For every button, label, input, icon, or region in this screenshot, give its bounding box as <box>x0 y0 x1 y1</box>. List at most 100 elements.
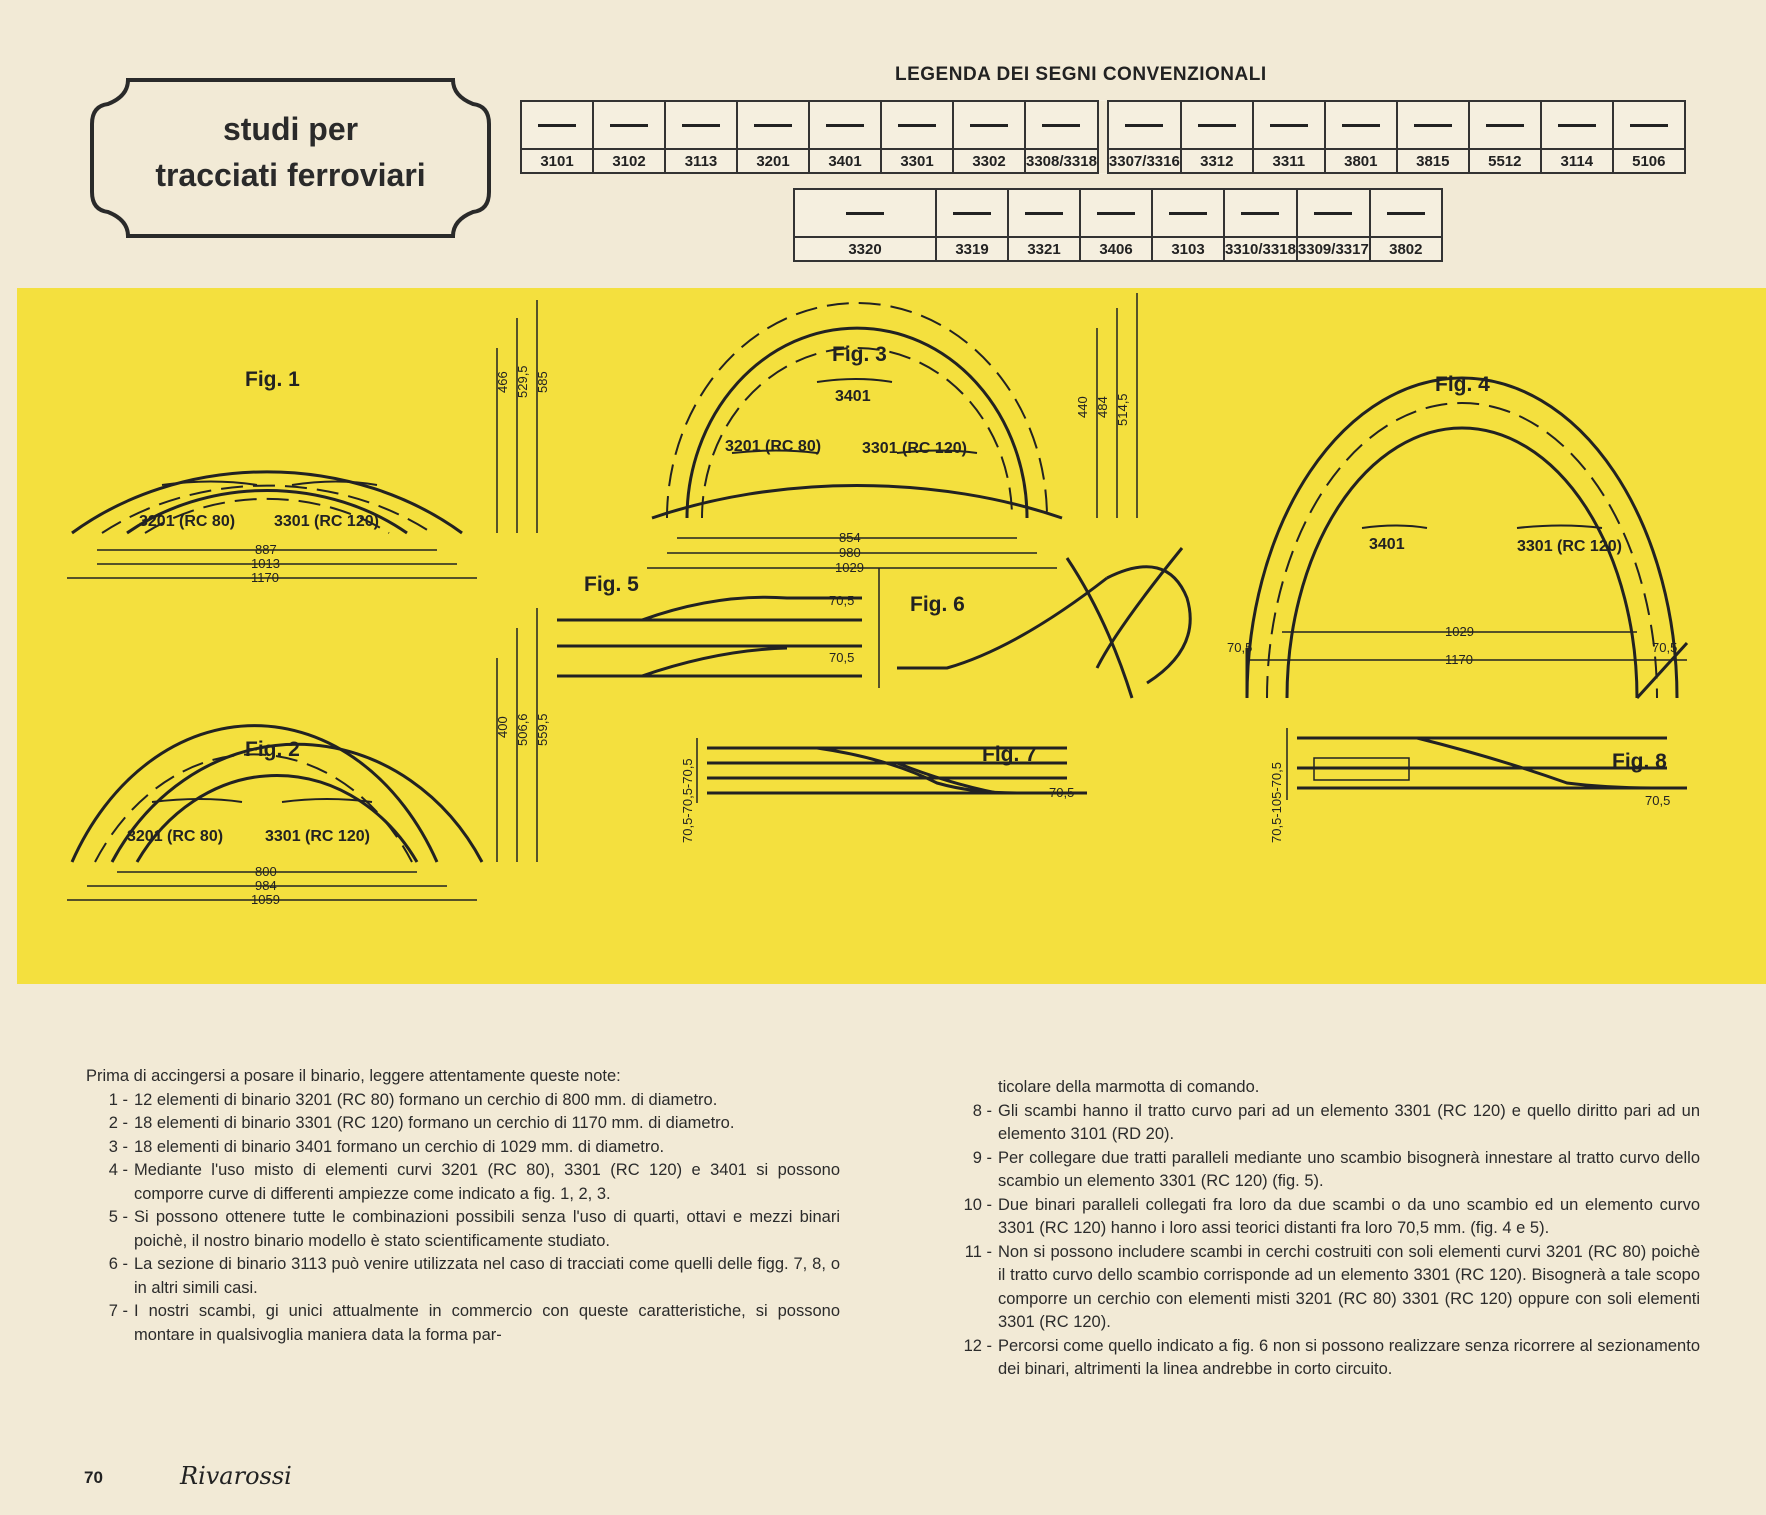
fig3-track-b-symbol <box>896 449 978 454</box>
fig2-dimensions <box>67 608 538 901</box>
fig3-width-3: 1029 <box>835 560 864 575</box>
legend-r1l-5-symbol <box>880 100 954 150</box>
legend-r1r-3-symbol-icon <box>1341 124 1380 128</box>
note-text: 12 elementi di binario 3201 (RC 80) form… <box>134 1090 718 1109</box>
legend-r1r-2-symbol-icon <box>1269 124 1308 128</box>
legend-r1r-4-symbol-icon <box>1413 124 1452 128</box>
legend-r2-2-symbol-icon <box>1025 212 1063 216</box>
legend-r1r-code-3: 3801 <box>1323 148 1398 174</box>
legend-r1l-code-1: 3102 <box>592 148 666 174</box>
legend-r2-2-symbol <box>1007 188 1081 238</box>
fig2-height-3: 559,5 <box>535 713 550 746</box>
legend-r2-7-symbol <box>1368 188 1443 238</box>
fig4-arcs <box>1245 376 1689 700</box>
legend-r1r-3-symbol <box>1323 100 1398 150</box>
note-number: 2 - <box>108 1114 128 1132</box>
fig3-track-a: 3201 (RC 80) <box>725 438 822 455</box>
legend-r1l-code-5: 3301 <box>880 148 954 174</box>
legend-r2-code-5: 3310/3318 <box>1223 236 1298 262</box>
note-number: 3 - <box>108 1137 128 1156</box>
legend-r1r-code-5: 5512 <box>1467 148 1542 174</box>
legend-r1l-3-symbol <box>736 100 810 150</box>
fig5-dim-1: 70,5 <box>829 593 855 608</box>
legend-r1l-1-symbol-icon <box>610 124 648 128</box>
note-text: Non si possono includere scambi in cerch… <box>998 1242 1700 1332</box>
fig8-side-dim: 70,5-105-70,5 <box>1269 762 1284 843</box>
legend-r2-code-2: 3321 <box>1007 236 1081 262</box>
fig2-track-b: 3301 (RC 120) <box>265 828 370 845</box>
legend-r1r-5-symbol-icon <box>1485 124 1524 128</box>
fig3-track-a-symbol <box>731 449 818 454</box>
legend-r2-4-symbol <box>1151 188 1225 238</box>
note-text: Percorsi come quello indicato a fig. 6 n… <box>998 1336 1700 1379</box>
legend-r1r-1-symbol-icon <box>1197 124 1236 128</box>
fig1-track-b: 3301 (RC 120) <box>274 513 379 530</box>
legend-r1r-4-symbol <box>1395 100 1470 150</box>
fig4-offset-left: 70,5 <box>1227 640 1253 655</box>
note-item: 2 -18 elementi di binario 3301 (RC 120) … <box>86 1112 840 1136</box>
fig1-height-1: 466 <box>495 371 510 393</box>
fig3-track-b: 3301 (RC 120) <box>862 440 967 457</box>
fig4-track-b: 3301 (RC 120) <box>1517 538 1622 555</box>
legend-r1r-code-4: 3815 <box>1395 148 1470 174</box>
legend-r2-7-symbol-icon <box>1386 212 1425 216</box>
note-number: 9 - <box>972 1148 992 1167</box>
legend-r2-1-symbol <box>935 188 1009 238</box>
legend-r2-1-symbol-icon <box>953 212 991 216</box>
fig4-width-1: 1029 <box>1445 624 1474 639</box>
legend-r2-6-symbol <box>1295 188 1371 238</box>
legend-r1r-1-symbol <box>1179 100 1254 150</box>
fig3-label: Fig. 3 <box>832 343 887 366</box>
notes-left: Prima di accingersi a posare il binario,… <box>86 1065 840 1347</box>
legend-gap <box>1097 101 1108 149</box>
note-number: 5 - <box>108 1208 128 1226</box>
notes-continuation: ticolare della marmotta di comando. <box>998 1078 1260 1096</box>
fig4-dimensions <box>1247 631 1687 661</box>
legend-r2-0-symbol-icon <box>846 212 884 216</box>
fig6-label: Fig. 6 <box>910 593 965 616</box>
note-text: Mediante l'uso misto di elementi curvi 3… <box>134 1161 840 1203</box>
legend-r1r-code-0: 3307/3316 <box>1106 148 1182 174</box>
note-number: 7 - <box>108 1302 128 1320</box>
note-text: 18 elementi di binario 3401 formano un c… <box>134 1137 665 1156</box>
legend-r2-4-symbol-icon <box>1169 212 1207 216</box>
note-number: 4 - <box>108 1161 128 1179</box>
fig6-tracks <box>897 547 1192 699</box>
note-item: 6 -La sezione di binario 3113 può venire… <box>86 1253 840 1300</box>
fig7-side-dim: 70,5-70,5-70,5 <box>680 758 695 843</box>
fig2-track-b-symbol <box>281 798 373 803</box>
legend-r2-0-symbol <box>793 188 937 238</box>
legend-r1l-0-symbol <box>520 100 594 150</box>
legend-r1l-0-symbol-icon <box>538 124 576 128</box>
legend-r1l-2-symbol-icon <box>682 124 720 128</box>
legend-r1l-code-0: 3101 <box>520 148 594 174</box>
legend-r2-5-symbol-icon <box>1241 212 1280 216</box>
note-number: 12 - <box>963 1336 992 1355</box>
legend-r1r-5-symbol <box>1467 100 1542 150</box>
fig2-label: Fig. 2 <box>245 738 300 761</box>
fig2-width-2: 984 <box>255 878 277 893</box>
fig1-width-3: 1170 <box>251 570 279 585</box>
fig1-track-a: 3201 (RC 80) <box>139 513 236 530</box>
legend-r2-6-symbol-icon <box>1314 212 1353 216</box>
legend-r1l-5-symbol-icon <box>898 124 936 128</box>
title-line-1: studi per <box>222 111 359 147</box>
legend-r1r-code-6: 3114 <box>1539 148 1614 174</box>
fig8-dim: 70,5 <box>1645 793 1671 808</box>
fig2-track-a: 3201 (RC 80) <box>127 828 224 845</box>
legend-gap <box>1097 149 1108 173</box>
notes-intro: Prima di accingersi a posare il binario,… <box>86 1067 621 1085</box>
note-number: 1 - <box>108 1090 128 1109</box>
legend-r1l-code-2: 3113 <box>664 148 738 174</box>
legend-r1l-3-symbol-icon <box>754 124 792 128</box>
note-text: Due binari paralleli collegati fra loro … <box>998 1195 1700 1238</box>
legend-r2-code-0: 3320 <box>793 236 937 262</box>
fig1-width-2: 1013 <box>251 556 280 571</box>
note-number: 6 - <box>108 1255 128 1273</box>
legend-r1r-6-symbol <box>1539 100 1614 150</box>
legend-r2-code-3: 3406 <box>1079 236 1153 262</box>
legend-r1r-2-symbol <box>1251 100 1326 150</box>
fig2-height-2: 506,6 <box>515 713 530 746</box>
